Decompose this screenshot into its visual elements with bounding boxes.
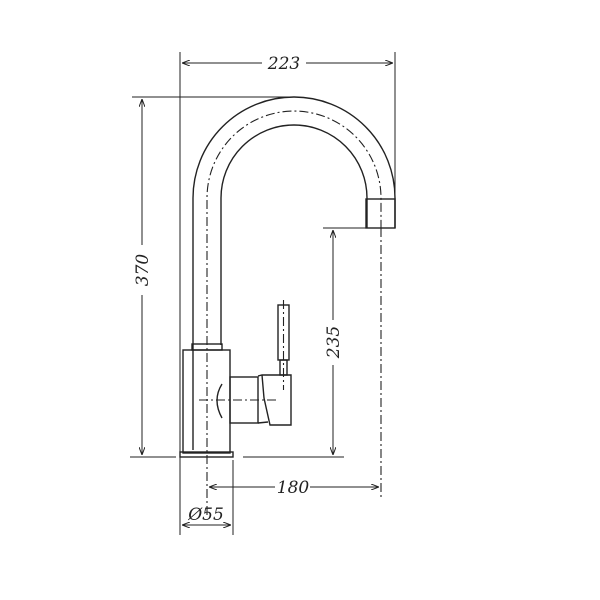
handle <box>257 374 292 426</box>
dim-235-label: 235 <box>324 326 344 359</box>
dim-223-label: 223 <box>267 54 300 74</box>
dim-55-label: Ø55 <box>187 505 224 525</box>
dim-370-label: 370 <box>133 254 153 287</box>
spout-outer <box>192 96 396 450</box>
dim-180-label: 180 <box>277 478 310 498</box>
cutout-arc <box>216 383 223 419</box>
faucet-outline <box>179 96 396 515</box>
spout-centerline <box>206 110 382 515</box>
dimension-lines <box>130 52 396 535</box>
spout-inner <box>220 124 368 345</box>
